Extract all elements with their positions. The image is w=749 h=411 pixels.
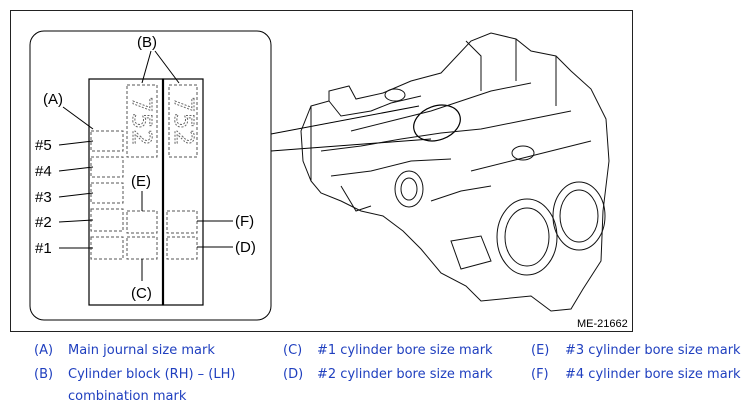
journal-label-3: #3 [35, 189, 52, 206]
figure-id: ME-21662 [577, 318, 628, 330]
legend-text: Main journal size mark [68, 343, 215, 358]
legend-text: #1 cylinder bore size mark [317, 343, 493, 358]
bore-mark-2 [166, 236, 198, 260]
callout-a: (A) [43, 91, 63, 108]
journal-mark-4 [90, 156, 124, 178]
journal-mark-3 [90, 182, 124, 204]
journal-label-2: #2 [35, 214, 52, 231]
legend-text: #2 cylinder bore size mark [317, 367, 493, 382]
callout-f: (F) [235, 213, 254, 230]
legend-key: (F) [531, 367, 549, 382]
legend-item-e: (E) #3 cylinder bore size mark [531, 339, 741, 363]
legend-key: (E) [531, 343, 550, 358]
legend-key: (D) [283, 367, 304, 382]
legend-text: combination mark [68, 389, 187, 404]
cylinder-block-illustration: 752 752 (B) (A) #5 #4 #3 #2 #1 (E) (C) (… [29, 30, 628, 330]
legend-item-b-cont: combination mark [68, 385, 186, 409]
rh-block-surface [88, 78, 164, 306]
illustration-frame: 752 752 (B) (A) #5 #4 #3 #2 #1 (E) (C) (… [10, 10, 633, 332]
combination-digits-lh: 752 [168, 96, 198, 146]
legend-item-d: (D) #2 cylinder bore size mark [283, 363, 493, 387]
legend-key: (C) [283, 343, 303, 358]
legend-item-f: (F) #4 cylinder bore size mark [531, 363, 741, 387]
journal-label-5: #5 [35, 137, 52, 154]
legend-item-a: (A) Main journal size mark [34, 339, 215, 363]
journal-mark-5 [90, 130, 124, 152]
zoom-area-circle [413, 104, 461, 142]
callout-e: (E) [131, 173, 151, 190]
journal-label-1: #1 [35, 240, 52, 257]
legend-text: #3 cylinder bore size mark [565, 343, 741, 358]
legend-key: (B) [34, 367, 54, 382]
combination-digits-rh: 752 [126, 96, 156, 146]
journal-label-4: #4 [35, 163, 52, 180]
legend-item-b: (B) Cylinder block (RH) – (LH) [34, 363, 235, 387]
legend: (A) Main journal size mark (B) Cylinder bl… [0, 336, 749, 411]
legend-text: #4 cylinder bore size mark [565, 367, 741, 382]
callout-c: (C) [131, 285, 152, 302]
lh-block-surface [162, 78, 204, 306]
legend-text: Cylinder block (RH) – (LH) [68, 367, 236, 382]
callout-d: (D) [235, 239, 256, 256]
bore-mark-4 [166, 210, 198, 234]
legend-key: (A) [34, 343, 54, 358]
engine-block-drawing [300, 32, 610, 312]
legend-item-c: (C) #1 cylinder bore size mark [283, 339, 493, 363]
combination-mark-rh [126, 84, 158, 158]
callout-b: (B) [137, 34, 157, 51]
